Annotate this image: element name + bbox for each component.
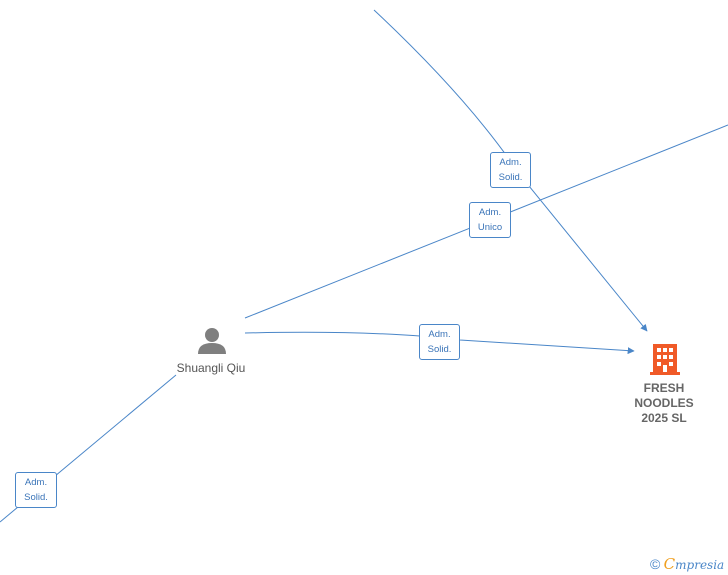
edge-label-unico-line1: Adm. xyxy=(478,207,502,218)
person-icon[interactable] xyxy=(198,328,226,354)
company-name-line2: NOODLES xyxy=(634,396,694,410)
footer-brand: © Cmpresia xyxy=(650,555,724,573)
edge-label-middle-line2: Solid. xyxy=(427,344,452,355)
edge-label-top-line2: Solid. xyxy=(498,172,523,183)
edge-label-middle[interactable]: Adm. Solid. xyxy=(419,324,460,360)
edge-label-bottom-left[interactable]: Adm. Solid. xyxy=(15,472,57,508)
copyright-symbol: © xyxy=(650,556,661,572)
brand-logo-initial: C xyxy=(663,555,676,573)
edge-label-bottom-left-line1: Adm. xyxy=(24,477,48,488)
edge-label-top[interactable]: Adm. Solid. xyxy=(490,152,531,188)
company-name-line1: FRESH xyxy=(643,381,685,395)
company-name-line3: 2025 SL xyxy=(641,411,687,425)
edge-label-bottom-left-line2: Solid. xyxy=(24,492,48,503)
edge-label-unico[interactable]: Adm. Unico xyxy=(469,202,511,238)
person-name[interactable]: Shuangli Qiu xyxy=(176,361,246,375)
edge-label-middle-line1: Adm. xyxy=(428,329,451,340)
edge-label-unico-line2: Unico xyxy=(477,222,503,233)
edge-label-top-line1: Adm. xyxy=(499,157,522,168)
brand-logo-text: mpresia xyxy=(675,558,725,572)
building-icon[interactable] xyxy=(650,344,680,375)
company-name[interactable]: FRESH NOODLES 2025 SL xyxy=(626,381,702,426)
